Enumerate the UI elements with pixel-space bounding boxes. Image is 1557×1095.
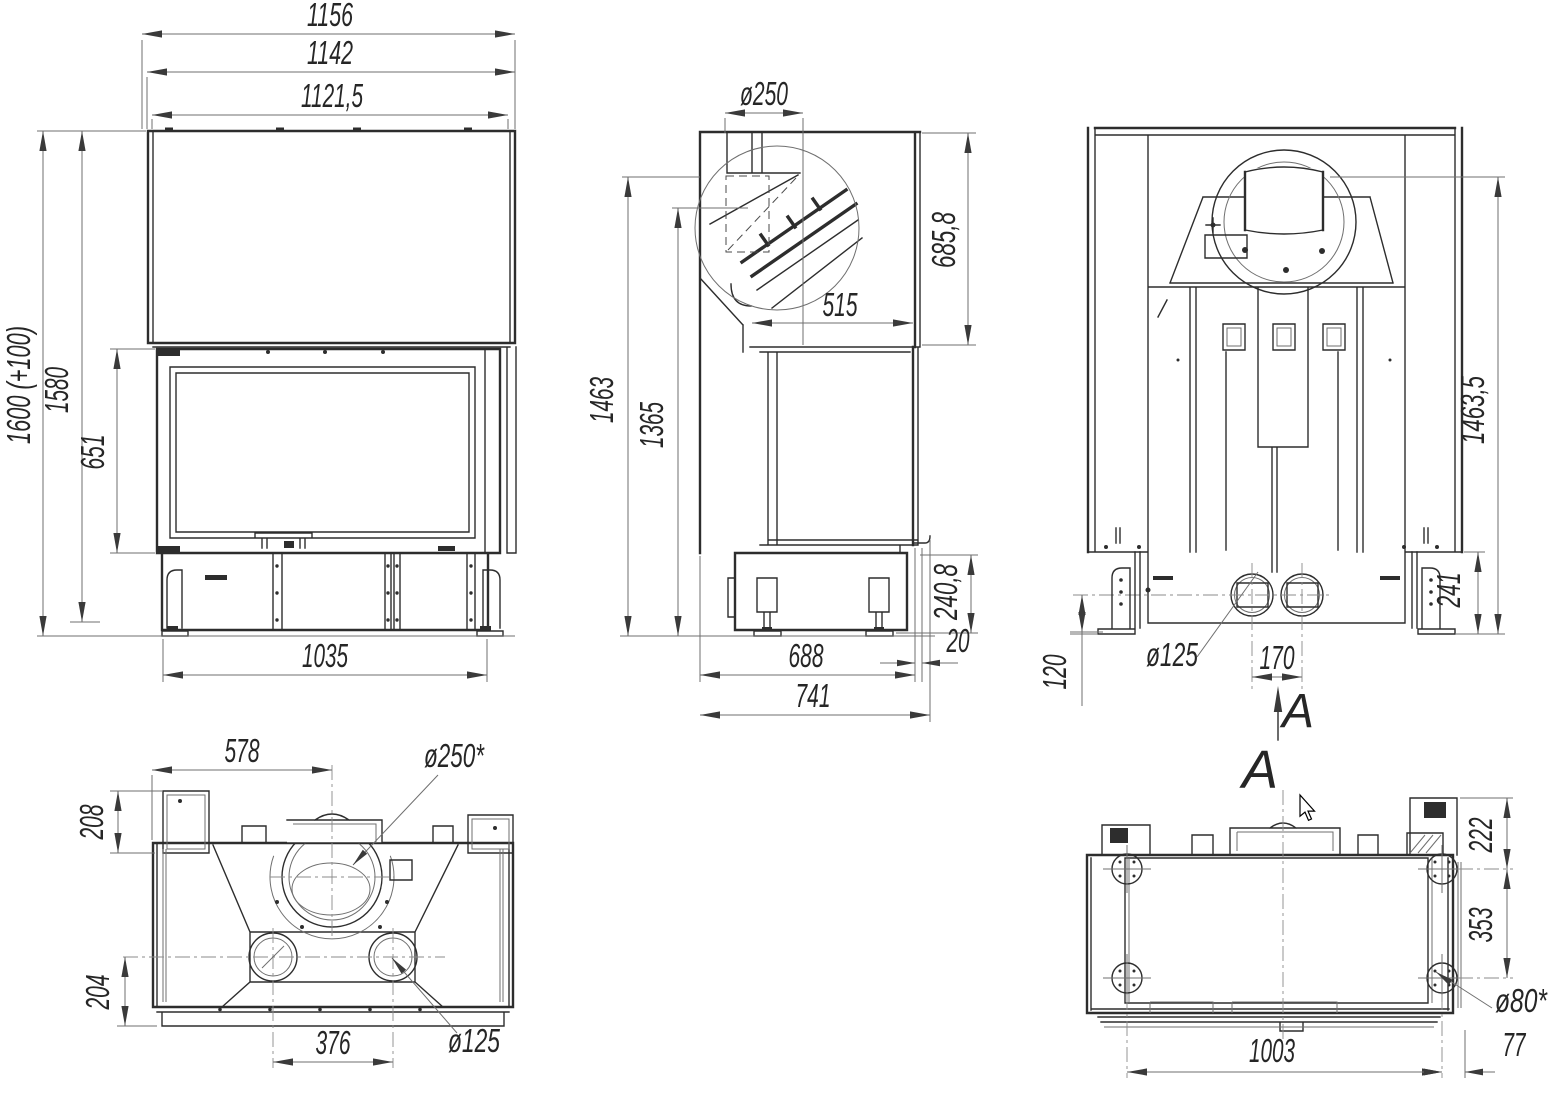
dim-rear-spacing-intake: 170 [1260, 639, 1295, 676]
rear-collar [1243, 170, 1325, 232]
side-damper-bars [739, 187, 859, 279]
top-view: 578 ø250* 208 204 376 ø125 [73, 732, 515, 1068]
dim-section-offset-top: 222 [1462, 818, 1499, 854]
section-marks [1110, 802, 1446, 843]
dim-rear-dia-intake: ø125 [1146, 636, 1198, 673]
front-screw-dots [266, 350, 473, 622]
dim-section-dia-hole: ø80* [1495, 982, 1548, 1019]
dim-side-depth-total: 741 [796, 677, 831, 714]
dim-top-offset-flue: 578 [225, 732, 260, 769]
side-outline [698, 130, 922, 632]
side-dashed [725, 175, 797, 253]
front-dims: 1156 1142 1121,5 1600 (+100) 1580 651 10… [0, 0, 515, 679]
section-feet [1103, 845, 1466, 1002]
dim-top-depth-bracket: 208 [73, 804, 110, 840]
dim-side-depth-glass: 515 [823, 286, 858, 323]
rear-view: 1463,5 241 120 ø125 170 A [1036, 126, 1505, 741]
dim-top-dia-flue: ø250* [424, 737, 485, 774]
rear-outline [1086, 126, 1464, 554]
top-bolts [178, 799, 497, 1012]
mouse-cursor [1299, 793, 1316, 822]
top-ext-lines [110, 775, 163, 1027]
section-dims: 222 353 1003 77 ø80* A [1127, 740, 1548, 1076]
rear-leg-dots [1104, 358, 1439, 606]
dim-rear-height-leg: 241 [1430, 573, 1467, 609]
top-details [156, 790, 514, 1027]
dim-section-feet-width: 1003 [1249, 1032, 1295, 1069]
side-dims: ø250 685,8 515 1463 1365 688 741 240,8 2… [583, 75, 975, 719]
rear-flange-bolts [1242, 247, 1325, 273]
top-dims: 578 ø250* 208 204 376 ø125 [73, 732, 500, 1066]
front-marks [158, 127, 491, 631]
dim-side-height-flue: 1463 [583, 377, 620, 423]
dim-side-height-damper: 1365 [633, 402, 670, 448]
front-details [152, 130, 517, 637]
dim-front-height-firebox: 651 [74, 435, 111, 470]
top-slants [212, 844, 459, 1008]
dim-side-depth-body: 688 [789, 637, 824, 674]
rear-dims: 1463,5 241 120 ø125 170 A [1036, 177, 1502, 741]
side-ext-lines [622, 118, 978, 722]
dim-side-offset-door: 20 [946, 622, 970, 659]
rear-centerlines [1073, 563, 1332, 690]
section-title: A [1239, 740, 1278, 800]
dim-section-offset-side: 77 [1503, 1026, 1527, 1063]
dim-top-dia-intake: ø125 [448, 1022, 500, 1059]
front-ext-lines [37, 40, 516, 682]
dim-front-height-total: 1600 (+100) [0, 326, 37, 444]
dim-side-hood-height: 685,8 [925, 212, 962, 268]
side-detail-circle [694, 145, 860, 311]
dim-front-height-body: 1580 [38, 367, 75, 413]
dim-side-height-base: 240,8 [927, 564, 964, 621]
dim-rear-height-collar: 1463,5 [1454, 376, 1491, 444]
dim-front-width-mid: 1142 [307, 34, 353, 71]
dim-top-spacing-intake: 376 [316, 1024, 351, 1061]
rear-holes [1222, 323, 1346, 351]
dim-side-flue: ø250 [740, 75, 788, 112]
top-flange-arc [269, 855, 395, 940]
dim-section-feet-depth: 353 [1462, 907, 1499, 942]
front-view: 1156 1142 1121,5 1600 (+100) 1580 651 10… [0, 0, 517, 682]
section-details [1090, 857, 1450, 1032]
dim-front-width-glass: 1121,5 [301, 77, 363, 114]
section-view: 222 353 1003 77 ø80* A [1085, 740, 1548, 1078]
section-top-fittings [1101, 797, 1458, 856]
rear-legs [1097, 551, 1456, 635]
rear-slots [1115, 299, 1429, 544]
front-outline [146, 129, 517, 632]
dim-front-width-overall: 1156 [307, 0, 353, 33]
top-damper-ellipse [291, 862, 371, 916]
dim-top-depth-front: 204 [79, 975, 116, 1011]
dim-front-width-base: 1035 [302, 637, 348, 674]
dim-rear-height-intake: 120 [1036, 654, 1073, 689]
rear-marks [1153, 576, 1400, 580]
rear-section-mark: A [1279, 685, 1314, 738]
section-outline [1085, 853, 1455, 1015]
side-view: ø250 685,8 515 1463 1365 688 741 240,8 2… [583, 75, 978, 722]
top-centerlines [123, 765, 445, 1068]
